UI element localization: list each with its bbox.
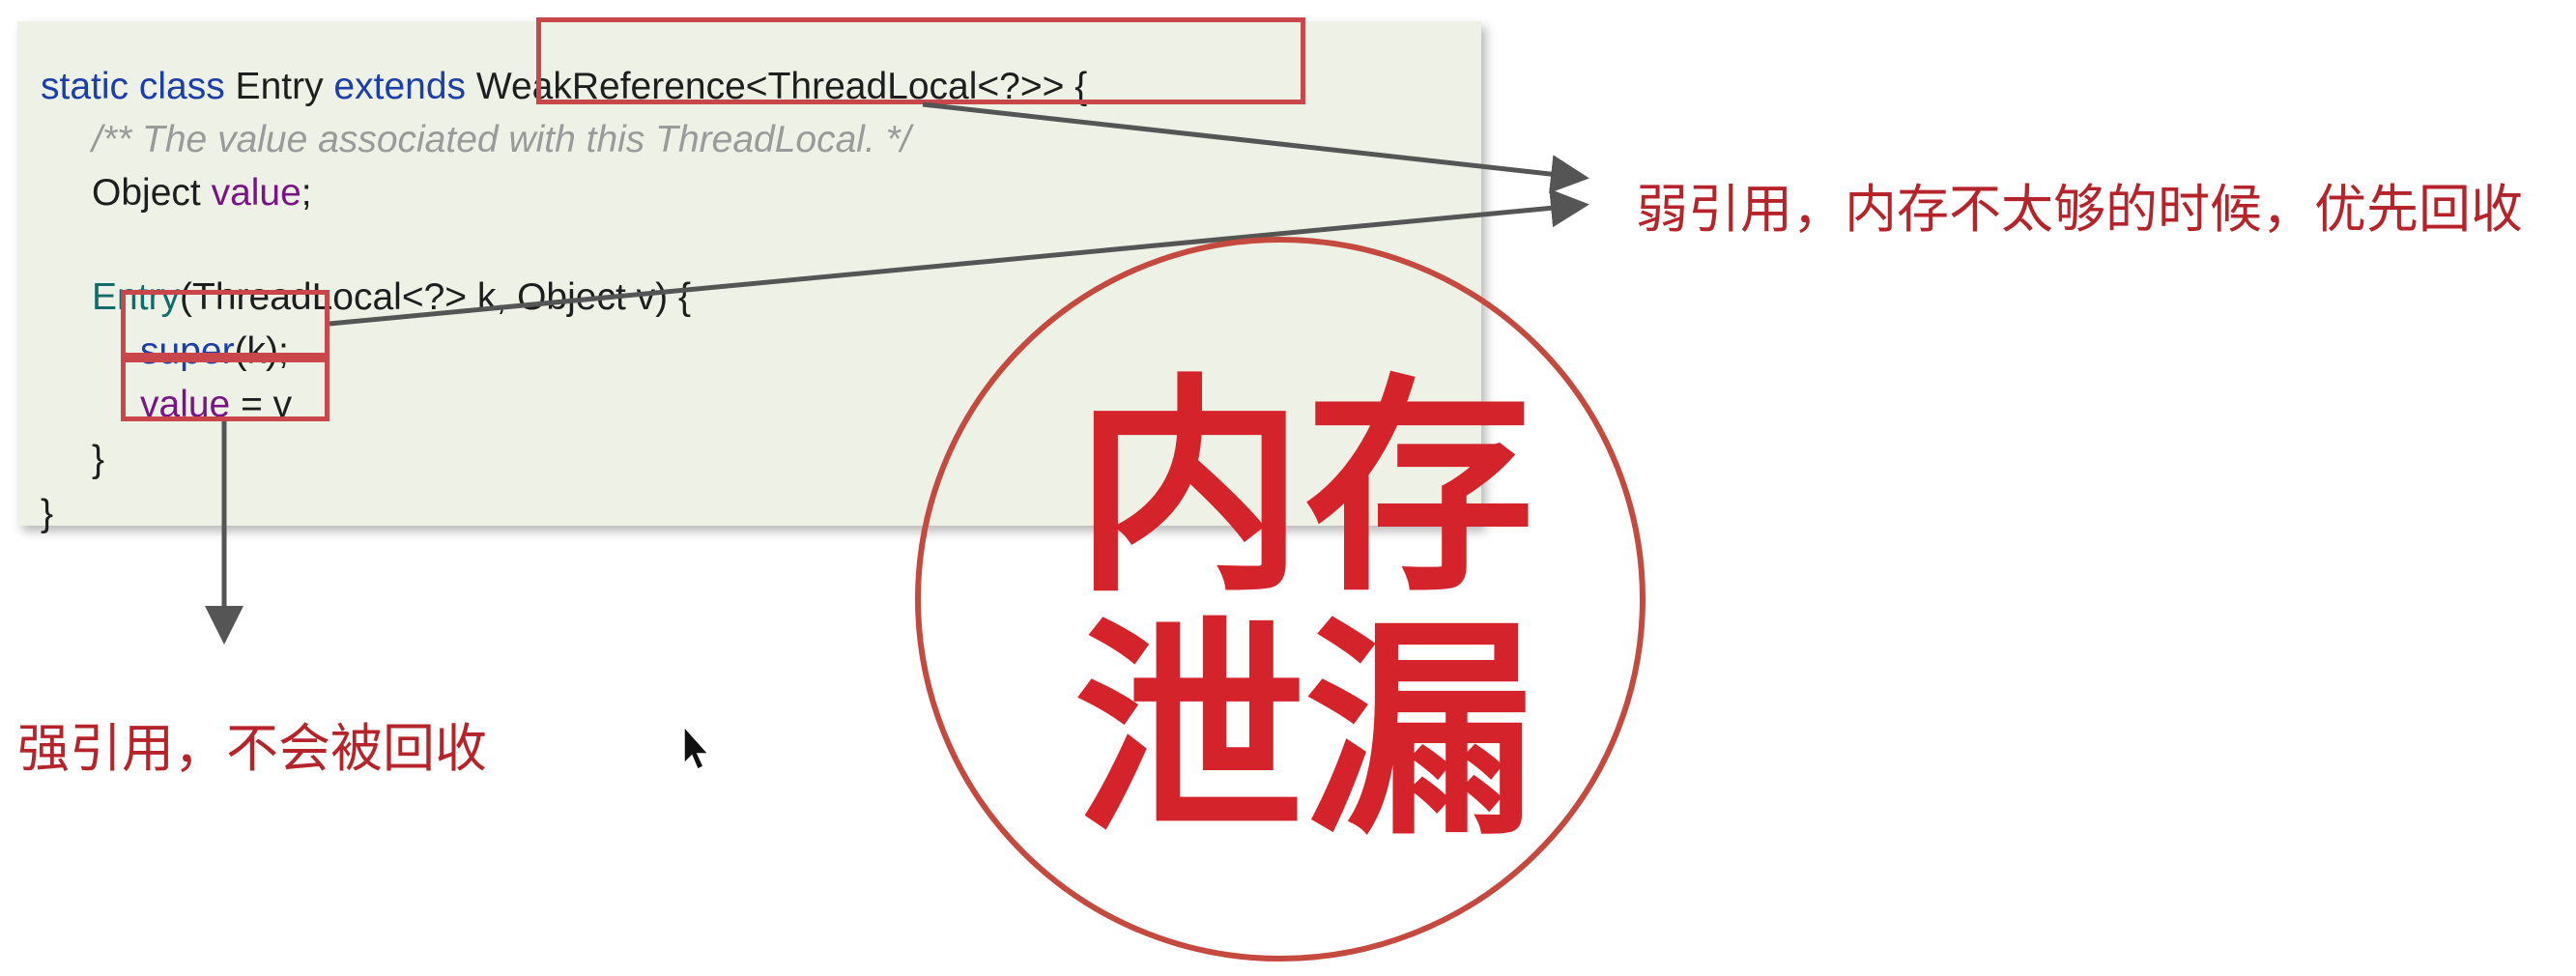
keyword-super: super [140,330,235,372]
class-name-entry: Entry [224,66,334,107]
super-args: (k); [234,330,289,372]
code-line-super: super(k); [140,325,289,379]
code-close-brace-outer: } [41,493,54,534]
code-line-value-field: Object value; [92,166,312,220]
stamp-circle [915,237,1646,962]
strong-reference-annotation: 强引用，不会被回收 [17,718,487,779]
code-close-brace-inner: } [92,439,105,480]
super-call-highlight-box [121,290,329,358]
code-line-class-decl: static class Entry extends WeakReference… [41,60,1087,114]
code-comment: /** The value associated with this Threa… [92,119,911,160]
arrow-weakreference-to-label [922,101,1589,194]
semicolon: ; [301,172,312,214]
constructor-params: (ThreadLocal<?> k, Object v) { [180,276,691,318]
field-value: value [211,172,301,214]
code-panel: static class Entry extends WeakReference… [17,21,1481,534]
type-object: Object [92,172,212,214]
stamp-text-line2: 泄漏 [1074,599,1534,867]
assign-rhs: = v [230,384,293,425]
keyword-static-class: static class [41,66,225,107]
weakreference-highlight-box [536,17,1305,104]
constructor-name: Entry [92,276,181,318]
mouse-pointer-icon [683,725,710,771]
value-assign-highlight-box [121,358,329,421]
arrow-super-to-label [329,188,1589,327]
code-line-constructor: Entry(ThreadLocal<?> k, Object v) { [92,271,691,325]
weak-reference-annotation: 弱引用，内存不太够的时候，优先回收 [1636,179,2523,240]
keyword-extends: extends [333,66,467,107]
stamp-text-line1: 内存 [1074,356,1534,623]
